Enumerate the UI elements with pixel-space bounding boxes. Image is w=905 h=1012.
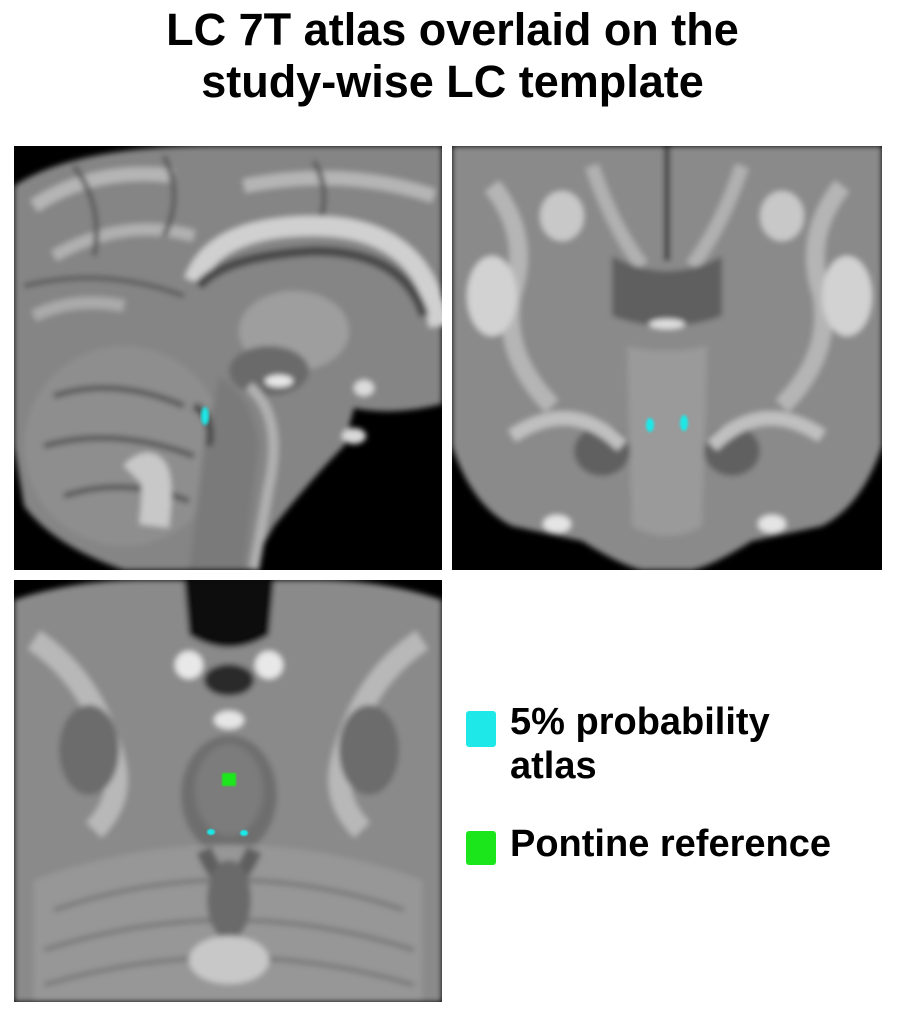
title-line-1: LC 7T atlas overlaid on the xyxy=(166,4,739,55)
legend-item-atlas: 5% probability atlas xyxy=(466,700,905,796)
axial-view-panel xyxy=(14,580,442,1002)
sagittal-brain-image xyxy=(14,146,442,570)
coronal-view-panel xyxy=(452,146,882,570)
legend-label-pontine: Pontine reference xyxy=(510,823,831,865)
atlas-overlay-coronal-left xyxy=(646,418,654,432)
atlas-overlay-axial-left xyxy=(207,829,215,835)
green-square-swatch-icon xyxy=(466,831,496,865)
legend-item-pontine: Pontine reference xyxy=(466,822,905,870)
figure-title: LC 7T atlas overlaid on the study-wise L… xyxy=(0,4,905,108)
atlas-overlay-coronal-right xyxy=(680,415,688,431)
legend-label-atlas: 5% probability atlas xyxy=(510,701,770,787)
sagittal-view-panel xyxy=(14,146,442,570)
cyan-square-swatch-icon xyxy=(466,711,496,747)
coronal-brain-image xyxy=(452,146,882,570)
atlas-overlay-axial-right xyxy=(240,830,248,836)
legend: 5% probability atlas Pontine reference xyxy=(466,700,905,865)
pontine-reference-marker xyxy=(222,773,236,786)
atlas-overlay-sagittal xyxy=(201,407,209,425)
axial-brain-image xyxy=(14,580,442,1002)
title-line-2: study-wise LC template xyxy=(201,56,704,107)
